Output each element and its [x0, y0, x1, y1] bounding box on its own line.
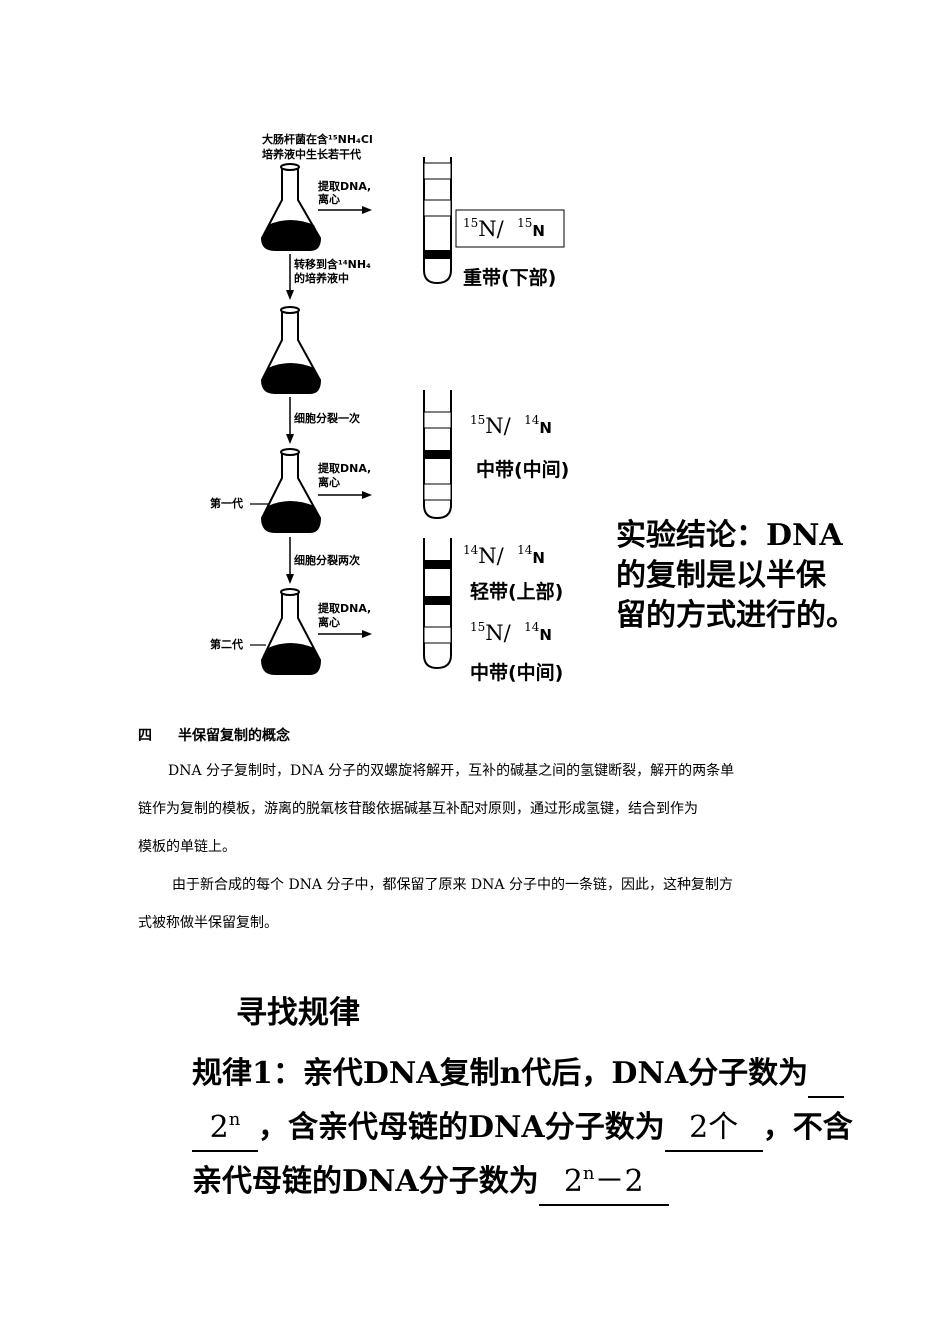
band-label: 轻带(上部) — [470, 581, 564, 603]
isotope-label: 15N/ 14N — [470, 620, 552, 645]
extract-label: 提取DNA, — [318, 602, 372, 615]
answer-blank — [808, 1052, 845, 1098]
concept-paragraph: DNA 分子复制时，DNA 分子的双螺旋将解开，互补的碱基之间的氢键断裂，解开的… — [138, 763, 735, 855]
divide-once-label: 细胞分裂一次 — [294, 412, 360, 425]
generation-2-label: 第二代 — [210, 638, 243, 651]
transfer-label: 的培养液中 — [294, 272, 349, 285]
arrow-icon — [286, 537, 294, 584]
flask-icon — [260, 163, 322, 251]
answer-blank: 2n－2 — [538, 1152, 669, 1206]
isotope-label: 14N/ 14N — [463, 543, 545, 568]
arrow-icon — [286, 397, 294, 444]
isotope-label: 15N/ 15N — [463, 216, 545, 241]
arrow-icon — [286, 254, 294, 300]
concept-paragraph: 由于新合成的每个 DNA 分子中，都保留了原来 DNA 分子中的一条链，因此，这… — [138, 877, 733, 931]
top-note: 培养液中生长若干代 — [262, 148, 361, 161]
test-tube-icon — [423, 157, 452, 285]
isotope-label: 15N/ 14N — [470, 413, 552, 438]
divide-twice-label: 细胞分裂两次 — [294, 554, 360, 567]
band-label: 重带(下部) — [463, 267, 557, 289]
generation-1-label: 第一代 — [210, 497, 243, 510]
isotope-box — [455, 209, 565, 248]
arrow-icon — [318, 630, 372, 638]
arrow-icon — [318, 491, 372, 499]
answer-blank: 2个 — [664, 1106, 763, 1152]
flask-icon — [260, 588, 322, 675]
experiment-conclusion: 实验结论：DNA 的复制是以半保 留的方式进行的。 — [616, 518, 856, 633]
extract-label: 提取DNA, — [318, 180, 372, 193]
test-tube-icon — [423, 538, 452, 670]
top-note: 大肠杆菌在含¹⁵NH₄Cl — [262, 133, 373, 146]
test-tube-icon — [423, 390, 452, 520]
find-pattern-heading: 寻找规律 — [236, 995, 360, 1031]
extract-label: 离心 — [318, 476, 340, 489]
band-label: 中带(中间) — [476, 459, 570, 481]
replication-diagram — [250, 157, 565, 675]
extract-label: 提取DNA, — [318, 462, 372, 475]
answer-blank: 2n — [192, 1098, 258, 1152]
flask-icon — [260, 448, 322, 533]
band-label: 中带(中间) — [470, 662, 564, 684]
arrow-icon — [318, 206, 372, 214]
flask-icon — [260, 306, 322, 394]
extract-label: 离心 — [318, 193, 340, 206]
extract-label: 离心 — [318, 616, 340, 629]
transfer-label: 转移到含¹⁴NH₄ — [294, 258, 371, 271]
section-heading: 四半保留复制的概念 — [138, 728, 290, 744]
